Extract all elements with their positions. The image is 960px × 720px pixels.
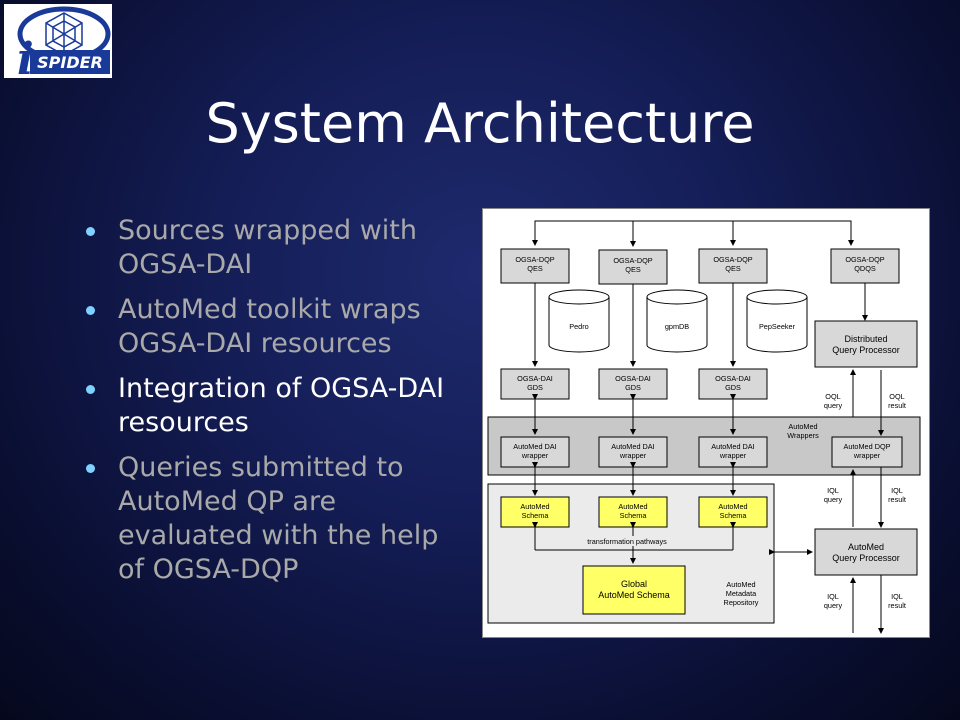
- bullet-icon: [86, 306, 95, 315]
- svg-text:gpmDB: gpmDB: [665, 322, 689, 331]
- slide-title: System Architecture: [205, 92, 755, 155]
- svg-text:PepSeeker: PepSeeker: [759, 322, 796, 331]
- database-cylinder: PepSeeker: [746, 289, 808, 353]
- bullet-text: Integration of OGSA-DAI resources: [118, 373, 445, 438]
- bullet-item: AutoMed toolkit wraps OGSA-DAI resources: [84, 293, 464, 361]
- bullet-item: Queries submitted to AutoMed QP are eval…: [84, 451, 464, 587]
- database-cylinder: gpmDB: [646, 289, 708, 353]
- bullet-icon: [86, 227, 95, 236]
- ispider-logo: SPIDER i: [4, 4, 112, 85]
- bullet-item-active: Integration of OGSA-DAI resources: [84, 372, 464, 440]
- svg-text:Pedro: Pedro: [569, 322, 588, 331]
- bullet-icon: [86, 464, 95, 473]
- bullet-text: Queries submitted to AutoMed QP are eval…: [118, 452, 439, 585]
- bullet-icon: [86, 385, 95, 394]
- logo-letter: i: [17, 34, 34, 78]
- bullet-item: Sources wrapped with OGSA-DAI: [84, 214, 464, 282]
- database-cylinder: Pedro: [548, 289, 610, 353]
- bullet-text: Sources wrapped with OGSA-DAI: [118, 215, 418, 280]
- bullet-text: AutoMed toolkit wraps OGSA-DAI resources: [118, 294, 421, 359]
- bullet-list: Sources wrapped with OGSA-DAI AutoMed to…: [84, 214, 464, 598]
- logo-text: SPIDER: [37, 53, 103, 72]
- transformation-pathways-label: transformation pathways: [587, 537, 667, 546]
